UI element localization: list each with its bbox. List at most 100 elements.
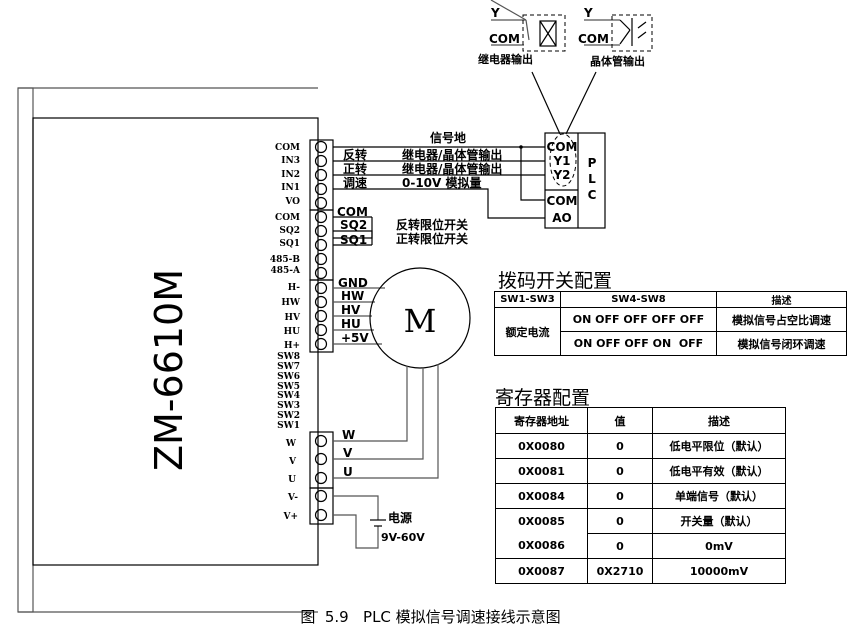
svg-text:HV: HV bbox=[341, 303, 361, 317]
svg-text:SW4: SW4 bbox=[277, 391, 300, 401]
svg-text:U: U bbox=[343, 465, 353, 479]
svg-text:IN3: IN3 bbox=[281, 156, 300, 166]
reg-value: 0 bbox=[587, 533, 653, 559]
svg-text:H-: H- bbox=[288, 283, 301, 293]
switch-setting: ON OFF OFF ON OFF bbox=[560, 331, 717, 356]
svg-text:485-A: 485-A bbox=[270, 266, 301, 276]
svg-text:HW: HW bbox=[341, 289, 364, 303]
transistor-output: Y COM 晶体管输出 bbox=[578, 6, 653, 68]
svg-text:继电器/晶体管输出: 继电器/晶体管输出 bbox=[402, 161, 502, 176]
plc-box: COM Y1 Y2 COM AO P L C bbox=[531, 71, 606, 229]
reg-desc: 开关量（默认） bbox=[652, 508, 786, 534]
svg-text:HU: HU bbox=[284, 327, 301, 337]
svg-text:SQ2: SQ2 bbox=[279, 226, 300, 236]
reg-value: 0X2710 bbox=[587, 558, 653, 584]
svg-text:V: V bbox=[343, 446, 353, 460]
svg-text:电源: 电源 bbox=[388, 510, 412, 525]
svg-text:COM: COM bbox=[547, 140, 578, 154]
relay-output: Y COM 继电器输出 bbox=[478, 0, 566, 66]
header-value: 值 bbox=[587, 407, 653, 434]
svg-text:IN1: IN1 bbox=[281, 183, 300, 193]
header-desc: 描述 bbox=[652, 407, 786, 434]
svg-text:SQ2: SQ2 bbox=[340, 218, 367, 232]
reg-value: 0 bbox=[587, 508, 653, 534]
svg-text:V+: V+ bbox=[282, 512, 298, 522]
reg-addr: 0X0084 bbox=[495, 483, 588, 509]
svg-text:485-B: 485-B bbox=[270, 255, 301, 265]
group-label: 额定电流 bbox=[494, 307, 561, 356]
svg-text:SW7: SW7 bbox=[277, 362, 300, 372]
svg-text:SW5: SW5 bbox=[277, 382, 300, 392]
svg-text:U: U bbox=[288, 475, 296, 485]
svg-text:AO: AO bbox=[552, 211, 572, 225]
svg-text:SW8: SW8 bbox=[277, 352, 300, 362]
reg-table-title: 寄存器配置 bbox=[495, 387, 591, 409]
svg-text:SQ1: SQ1 bbox=[279, 239, 300, 249]
svg-text:信号地: 信号地 bbox=[430, 130, 466, 145]
svg-text:Y: Y bbox=[583, 6, 593, 20]
reg-value: 0 bbox=[587, 458, 653, 484]
switch-desc: 模拟信号闭环调速 bbox=[716, 331, 847, 356]
reg-desc: 10000mV bbox=[652, 558, 786, 584]
svg-text:HV: HV bbox=[285, 313, 302, 323]
svg-text:晶体管输出: 晶体管输出 bbox=[590, 54, 645, 68]
svg-text:反转限位开关: 反转限位开关 bbox=[396, 217, 468, 232]
header-addr: 寄存器地址 bbox=[495, 407, 588, 434]
svg-text:SW3: SW3 bbox=[277, 401, 300, 411]
reg-value: 0 bbox=[587, 483, 653, 509]
motor-label: M bbox=[404, 302, 437, 340]
motor: M W V U bbox=[333, 267, 471, 479]
svg-text:HW: HW bbox=[281, 298, 301, 308]
svg-text:COM: COM bbox=[275, 213, 300, 223]
svg-text:W: W bbox=[342, 428, 355, 442]
header-sw4-8: SW4-SW8 bbox=[560, 291, 717, 308]
svg-text:SW1: SW1 bbox=[277, 421, 300, 431]
svg-text:H+: H+ bbox=[284, 341, 300, 351]
reg-desc: 0mV bbox=[652, 533, 786, 559]
dip-table-title: 拨码开关配置 bbox=[498, 270, 613, 292]
svg-text:COM: COM bbox=[489, 32, 520, 46]
driver-body: ZM-6610M bbox=[17, 87, 319, 613]
figure-caption: 图 5.9 PLC 模拟信号调速接线示意图 bbox=[300, 608, 561, 626]
svg-text:反转: 反转 bbox=[343, 147, 367, 162]
reg-desc: 单端信号（默认） bbox=[652, 483, 786, 509]
reg-desc: 低电平限位（默认） bbox=[652, 433, 786, 459]
terminal-blocks bbox=[309, 139, 334, 525]
dip-switch-table: SW1-SW3 SW4-SW8 描述 额定电流 ON OFF OFF OFF O… bbox=[494, 291, 847, 356]
svg-text:VO: VO bbox=[284, 197, 300, 207]
reg-addr: 0X0086 bbox=[495, 533, 588, 559]
reg-addr: 0X0087 bbox=[495, 558, 588, 584]
svg-text:Y1: Y1 bbox=[552, 154, 570, 168]
svg-text:HU: HU bbox=[341, 317, 361, 331]
reg-addr: 0X0085 bbox=[495, 508, 588, 534]
svg-text:V: V bbox=[288, 457, 297, 467]
svg-text:Y2: Y2 bbox=[552, 168, 570, 182]
svg-text:正转: 正转 bbox=[343, 161, 367, 176]
svg-text:IN2: IN2 bbox=[281, 170, 300, 180]
device-model: ZM-6610M bbox=[147, 269, 191, 471]
svg-text:Y: Y bbox=[490, 6, 500, 20]
svg-text:COM: COM bbox=[275, 143, 300, 153]
svg-text:SW6: SW6 bbox=[277, 372, 300, 382]
svg-text:COM: COM bbox=[578, 32, 609, 46]
svg-text:继电器/晶体管输出: 继电器/晶体管输出 bbox=[402, 147, 502, 162]
terminal-labels: COM IN3 IN2 IN1 VO COM SQ2 SQ1 485-B 485… bbox=[270, 143, 301, 522]
svg-text:0-10V 模拟量: 0-10V 模拟量 bbox=[402, 175, 482, 190]
control-wires: 信号地 反转 正转 调速 继电器/晶体管输出 继电器/晶体管输出 0-10V 模… bbox=[333, 130, 545, 345]
header-sw1-3: SW1-SW3 bbox=[494, 291, 561, 308]
svg-text:正转限位开关: 正转限位开关 bbox=[396, 231, 468, 246]
switch-desc: 模拟信号占空比调速 bbox=[716, 307, 847, 332]
svg-text:P: P bbox=[588, 156, 597, 170]
reg-addr: 0X0080 bbox=[495, 433, 588, 459]
reg-value: 0 bbox=[587, 433, 653, 459]
svg-text:V-: V- bbox=[287, 493, 298, 503]
svg-text:调速: 调速 bbox=[343, 175, 367, 190]
svg-text:SQ1: SQ1 bbox=[340, 233, 367, 247]
header-desc: 描述 bbox=[716, 291, 847, 308]
svg-text:W: W bbox=[285, 439, 297, 449]
svg-text:SW2: SW2 bbox=[277, 411, 300, 421]
svg-text:L: L bbox=[588, 172, 596, 186]
reg-addr: 0X0081 bbox=[495, 458, 588, 484]
